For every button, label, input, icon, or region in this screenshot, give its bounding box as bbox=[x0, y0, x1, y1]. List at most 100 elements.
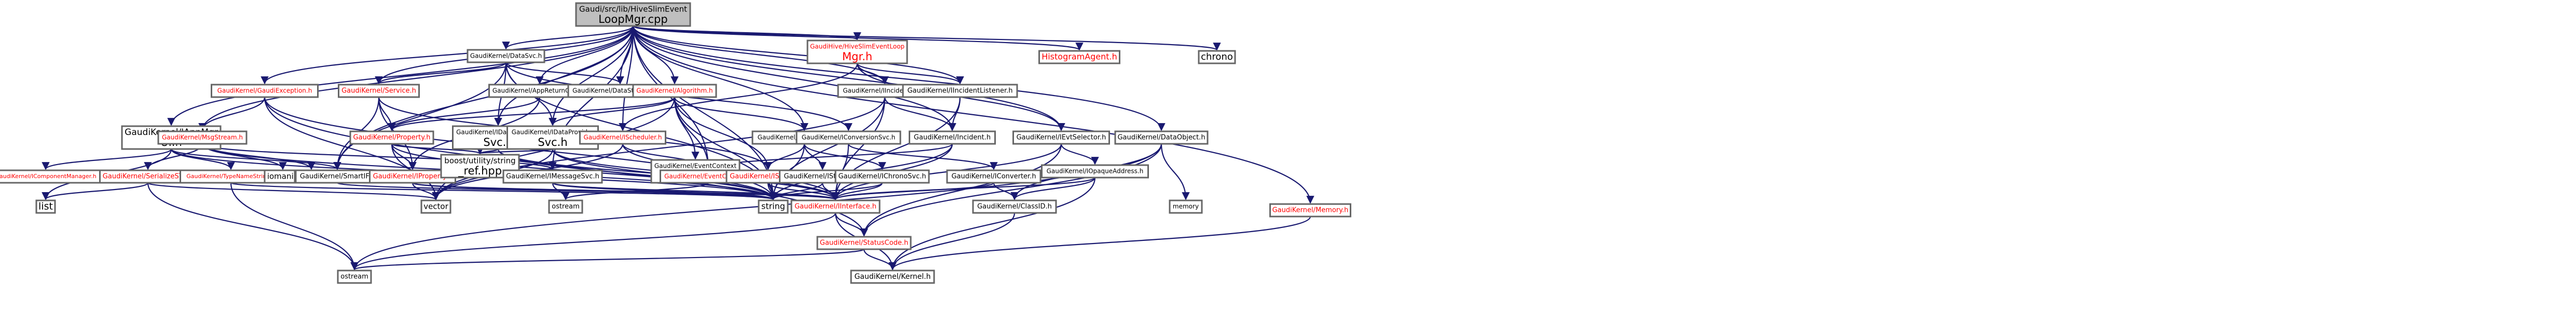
node-box-appmgr bbox=[121, 125, 222, 150]
edge-opaqueaddress-to-kernel bbox=[888, 177, 1096, 271]
node-memory[interactable]: memory bbox=[1169, 199, 1203, 214]
node-box-root bbox=[575, 2, 691, 27]
node-opaqueaddress[interactable]: GaudiKernel/IOpaqueAddress.h bbox=[1041, 164, 1149, 179]
edge-gexception-to-msgstream bbox=[198, 97, 266, 131]
node-box-memory bbox=[1169, 199, 1203, 214]
edge-chronostatsvc-to-iservice bbox=[764, 143, 805, 170]
node-label-dataprovidersvc: Svc.h bbox=[538, 136, 567, 148]
node-label-dataobject: GaudiKernel/DataObject.h bbox=[1117, 134, 1205, 142]
node-property[interactable]: GaudiKernel/Property.h bbox=[349, 130, 434, 145]
node-box-service bbox=[338, 84, 420, 98]
node-box-string bbox=[758, 199, 789, 214]
node-label-list: list bbox=[38, 201, 53, 212]
edge-iconverter-to-classid bbox=[993, 182, 1019, 200]
node-iinterface[interactable]: GaudiKernel/IInterface.h bbox=[790, 199, 881, 214]
node-label-root: LoopMgr.cpp bbox=[598, 13, 667, 25]
edge-root-to-chrono bbox=[632, 25, 1221, 51]
edge-algorithm-to-property bbox=[388, 97, 676, 131]
node-label-appreturn: GaudiKernel/AppReturnCode.h bbox=[492, 87, 587, 95]
node-label-kernel: GaudiKernel/Kernel.h bbox=[854, 273, 930, 281]
node-componentmanager[interactable]: GaudiKernel/IComponentManager.h bbox=[0, 169, 104, 184]
node-ichronosvc[interactable]: GaudiKernel/IChronoSvc.h bbox=[834, 169, 930, 184]
node-service[interactable]: GaudiKernel/Service.h bbox=[338, 84, 420, 98]
edge-algorithm-to-chronostatsvc bbox=[674, 97, 809, 131]
node-box-messagesvc bbox=[502, 169, 603, 184]
node-ostream[interactable]: ostream bbox=[548, 199, 583, 214]
edge-iproperty-to-vector bbox=[412, 182, 440, 200]
node-evtselector[interactable]: GaudiKernel/IEvtSelector.h bbox=[1012, 130, 1110, 145]
node-label-evtselector: GaudiKernel/IEvtSelector.h bbox=[1017, 134, 1106, 142]
edge-root-to-appreturn bbox=[536, 25, 634, 85]
node-label-gkmemory: GaudiKernel/Memory.h bbox=[1272, 207, 1349, 214]
node-box-incident bbox=[909, 130, 996, 145]
node-box-list bbox=[35, 199, 56, 214]
node-label-vector: vector bbox=[423, 202, 448, 211]
node-smartif[interactable]: GaudiKernel/SmartIF.h bbox=[295, 169, 380, 184]
node-classid[interactable]: GaudiKernel/ClassID.h bbox=[972, 199, 1057, 214]
node-string[interactable]: string bbox=[758, 199, 789, 214]
edge-dataobject-to-memory bbox=[1160, 143, 1190, 200]
node-scheduler[interactable]: GaudiKernel/IScheduler.h bbox=[579, 130, 666, 145]
edge-root-to-incidentlistener bbox=[632, 25, 964, 85]
node-label-iomanip: iomanip bbox=[267, 172, 298, 181]
edge-statuscode-to-ostream2 bbox=[351, 248, 865, 271]
node-label-componentmanager: GaudiKernel/IComponentManager.h bbox=[0, 173, 97, 180]
node-label-service: GaudiKernel/Service.h bbox=[341, 87, 416, 95]
node-conversionsvc[interactable]: GaudiKernel/IConversionSvc.h bbox=[796, 130, 901, 145]
node-dataobject[interactable]: GaudiKernel/DataObject.h bbox=[1114, 130, 1209, 145]
node-gexception[interactable]: GaudiKernel/GaudiException.h bbox=[211, 84, 319, 98]
node-label-statuscode: GaudiKernel/StatusCode.h bbox=[820, 239, 908, 247]
edge-root-to-evtselector bbox=[632, 25, 1065, 131]
node-histagent[interactable]: HistogramAgent.h bbox=[1038, 50, 1120, 64]
edge-root-to-gkmemory bbox=[632, 25, 1314, 204]
node-iconverter[interactable]: GaudiKernel/IConverter.h bbox=[946, 169, 1042, 184]
node-vector[interactable]: vector bbox=[420, 199, 451, 214]
node-label-ostream2: ostream bbox=[340, 273, 368, 281]
edge-incidentsvc-to-incident bbox=[884, 97, 956, 131]
node-box-chrono bbox=[1198, 50, 1236, 64]
node-ostream2[interactable]: ostream bbox=[337, 269, 372, 284]
edge-appmgr-to-componentmanager bbox=[42, 148, 172, 170]
edge-statuscode-to-kernel bbox=[863, 249, 897, 271]
node-label-smartif: GaudiKernel/SmartIF.h bbox=[300, 173, 375, 181]
edge-chronostatsvc-to-ichronosvc bbox=[803, 143, 886, 170]
edge-root-to-dataobject bbox=[632, 25, 1166, 131]
node-label-hiveloop: Mgr.h bbox=[842, 50, 872, 63]
node-label-datasvc: GaudiKernel/DataSvc.h bbox=[470, 52, 542, 60]
node-box-iinterface bbox=[790, 199, 881, 214]
node-label-boostref: boost/utility/string bbox=[444, 156, 515, 166]
node-kernel[interactable]: GaudiKernel/Kernel.h bbox=[850, 269, 935, 284]
node-box-kernel bbox=[850, 269, 935, 284]
node-label-boostref: _ref.hpp bbox=[458, 165, 502, 178]
edge-incidentsvc-to-vector bbox=[432, 97, 886, 200]
node-list[interactable]: list bbox=[35, 199, 56, 214]
node-label-incidentlistener: GaudiKernel/IIncidentListener.h bbox=[907, 87, 1012, 95]
node-msgstream[interactable]: GaudiKernel/MsgStream.h bbox=[157, 130, 248, 145]
edge-conversionsvc-to-iconverter bbox=[847, 143, 998, 170]
edge-serializestl-to-vector bbox=[147, 182, 440, 200]
node-iproperty[interactable]: GaudiKernel/IProperty.h bbox=[369, 169, 456, 184]
node-label-string: string bbox=[761, 201, 785, 211]
edge-evtselector-to-opaqueaddress bbox=[1060, 143, 1099, 165]
node-incidentlistener[interactable]: GaudiKernel/IIncidentListener.h bbox=[902, 84, 1018, 98]
node-messagesvc[interactable]: GaudiKernel/IMessageSvc.h bbox=[502, 169, 603, 184]
node-box-smartif bbox=[295, 169, 380, 184]
node-box-opaqueaddress bbox=[1041, 164, 1149, 179]
edge-hiveloop-to-scheduler bbox=[619, 63, 858, 131]
node-gkmemory[interactable]: GaudiKernel/Memory.h bbox=[1269, 203, 1351, 218]
node-label-conversionsvc: GaudiKernel/IConversionSvc.h bbox=[802, 134, 896, 141]
node-label-typenamestring: GaudiKernel/TypeNameString.h bbox=[186, 173, 276, 180]
node-label-chrono: chrono bbox=[1201, 51, 1233, 62]
node-statuscode[interactable]: GaudiKernel/StatusCode.h bbox=[816, 236, 912, 250]
edge-messagesvc-to-string bbox=[552, 182, 777, 200]
node-datasvc[interactable]: GaudiKernel/DataSvc.h bbox=[467, 49, 545, 63]
node-label-histagent: HistogramAgent.h bbox=[1042, 52, 1117, 62]
edge-ichronosvc-to-string bbox=[769, 182, 883, 200]
node-algorithm[interactable]: GaudiKernel/Algorithm.h bbox=[632, 84, 717, 98]
node-incident[interactable]: GaudiKernel/Incident.h bbox=[909, 130, 996, 145]
node-label-gexception: GaudiKernel/GaudiException.h bbox=[217, 87, 312, 95]
node-chrono[interactable]: chrono bbox=[1198, 50, 1236, 64]
edge-datasvc-to-datastreamtool bbox=[505, 62, 624, 85]
